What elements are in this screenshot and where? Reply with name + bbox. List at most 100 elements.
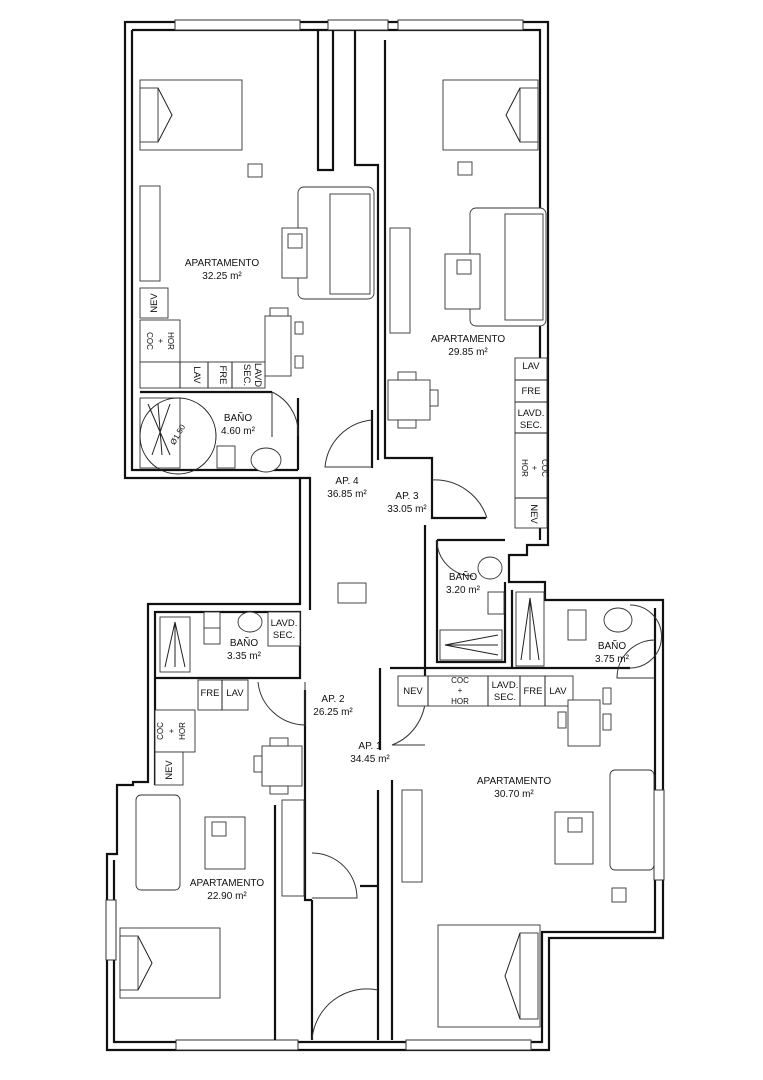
sink — [603, 607, 633, 633]
fixture-label: SEC. — [494, 692, 516, 703]
fixture-label: SEC. — [273, 630, 295, 641]
fridge-nev — [154, 751, 184, 786]
sofa — [609, 769, 655, 871]
kitchen-coc-hor — [154, 709, 196, 753]
fixture-label: LAV — [226, 688, 244, 699]
unit-label: AP. 1 — [358, 741, 382, 752]
fixture-label: LAV — [549, 686, 567, 697]
unit-area: 34.45 m² — [350, 754, 390, 765]
door-swing — [324, 419, 373, 468]
unit-area: 36.85 m² — [327, 489, 367, 500]
fixture-label: COC — [145, 332, 154, 350]
window — [327, 19, 389, 31]
column — [457, 161, 473, 176]
kitchen-run — [514, 357, 548, 529]
dining-table — [261, 745, 303, 787]
dining-table — [567, 699, 601, 747]
chair — [397, 419, 417, 429]
toilet — [487, 591, 505, 615]
dining-table — [264, 315, 292, 377]
fixture-label: NEV — [528, 504, 539, 524]
fixture-label: SEC. — [241, 364, 252, 386]
room-labels: APARTAMENTO 32.25 m² BAÑO 4.60 m² AP. 4 … — [168, 258, 629, 902]
rug — [567, 817, 583, 833]
unit-label: AP. 4 — [335, 476, 359, 487]
unit-label: AP. 2 — [321, 694, 345, 705]
room-area: 30.70 m² — [494, 789, 534, 800]
bed-pillow — [119, 935, 139, 991]
fixture-label: SEC. — [520, 420, 542, 431]
fixture-label: + — [167, 728, 176, 733]
room-label: BAÑO — [598, 639, 627, 652]
sofa-seat — [504, 213, 544, 321]
door-swing — [616, 639, 656, 679]
chair — [602, 687, 612, 705]
room-area: 3.35 m² — [227, 651, 262, 662]
unit-label: AP. 3 — [395, 491, 419, 502]
rug — [456, 259, 472, 275]
wardrobe — [139, 185, 161, 282]
bed-pillow — [139, 87, 159, 143]
chair — [429, 389, 439, 407]
window — [397, 19, 524, 31]
window — [405, 1039, 532, 1051]
room-area: 3.75 m² — [595, 654, 630, 665]
door-swing — [629, 604, 662, 669]
room-label: APARTAMENTO — [190, 878, 264, 889]
sink — [477, 556, 503, 580]
fixture-label: HOR — [520, 459, 529, 477]
toilet — [203, 627, 221, 645]
window — [175, 1039, 299, 1051]
room-label: BAÑO — [224, 411, 253, 424]
wardrobe — [281, 799, 305, 897]
rug — [287, 233, 303, 249]
door-swing — [436, 539, 474, 577]
chair — [269, 737, 289, 747]
room-area: 32.25 m² — [202, 271, 242, 282]
room-area: 22.90 m² — [207, 891, 247, 902]
room-label: APARTAMENTO — [185, 258, 259, 269]
chair — [294, 321, 304, 335]
chair — [294, 355, 304, 369]
interior-walls — [140, 30, 630, 1040]
fixture-label: LAVD. — [518, 408, 545, 419]
fixture-label: HOR — [166, 332, 175, 350]
fixture-label: NEV — [149, 293, 160, 313]
unit-area: 33.05 m² — [387, 504, 427, 515]
sink — [237, 611, 263, 633]
sofa-seat — [329, 193, 371, 295]
door-swing — [431, 479, 488, 519]
column — [611, 887, 627, 903]
doors — [257, 391, 662, 1041]
fixture-label: LAVD. — [492, 680, 519, 691]
column — [337, 582, 367, 604]
room-label: BAÑO — [230, 636, 259, 649]
kitchen-run — [139, 361, 266, 389]
chair — [269, 307, 289, 317]
door-swing — [271, 391, 299, 437]
sofa — [135, 794, 181, 891]
fixture-label: COC — [540, 459, 549, 477]
fixture-label: LAVD. — [271, 618, 298, 629]
window — [174, 19, 301, 31]
chair — [557, 711, 567, 729]
fixture-label: HOR — [451, 697, 469, 706]
fixture-label: FRE — [217, 366, 228, 385]
bed-pillow — [519, 932, 539, 1020]
fixture-label: COC — [451, 676, 469, 685]
sink — [250, 447, 282, 473]
wardrobe — [389, 227, 411, 334]
fixture-label: LAVD — [252, 363, 263, 387]
windows — [105, 19, 665, 1051]
fixture-label: + — [530, 466, 539, 471]
chair — [602, 713, 612, 731]
fixture-label: + — [458, 686, 463, 695]
bed-pillow — [519, 87, 539, 143]
room-area: 3.20 m² — [446, 585, 481, 596]
fixture-label: FRE — [522, 386, 541, 397]
toilet — [567, 609, 587, 641]
room-label: APARTAMENTO — [431, 334, 505, 345]
fixture-label: NEV — [164, 760, 175, 780]
room-label: APARTAMENTO — [477, 776, 551, 787]
